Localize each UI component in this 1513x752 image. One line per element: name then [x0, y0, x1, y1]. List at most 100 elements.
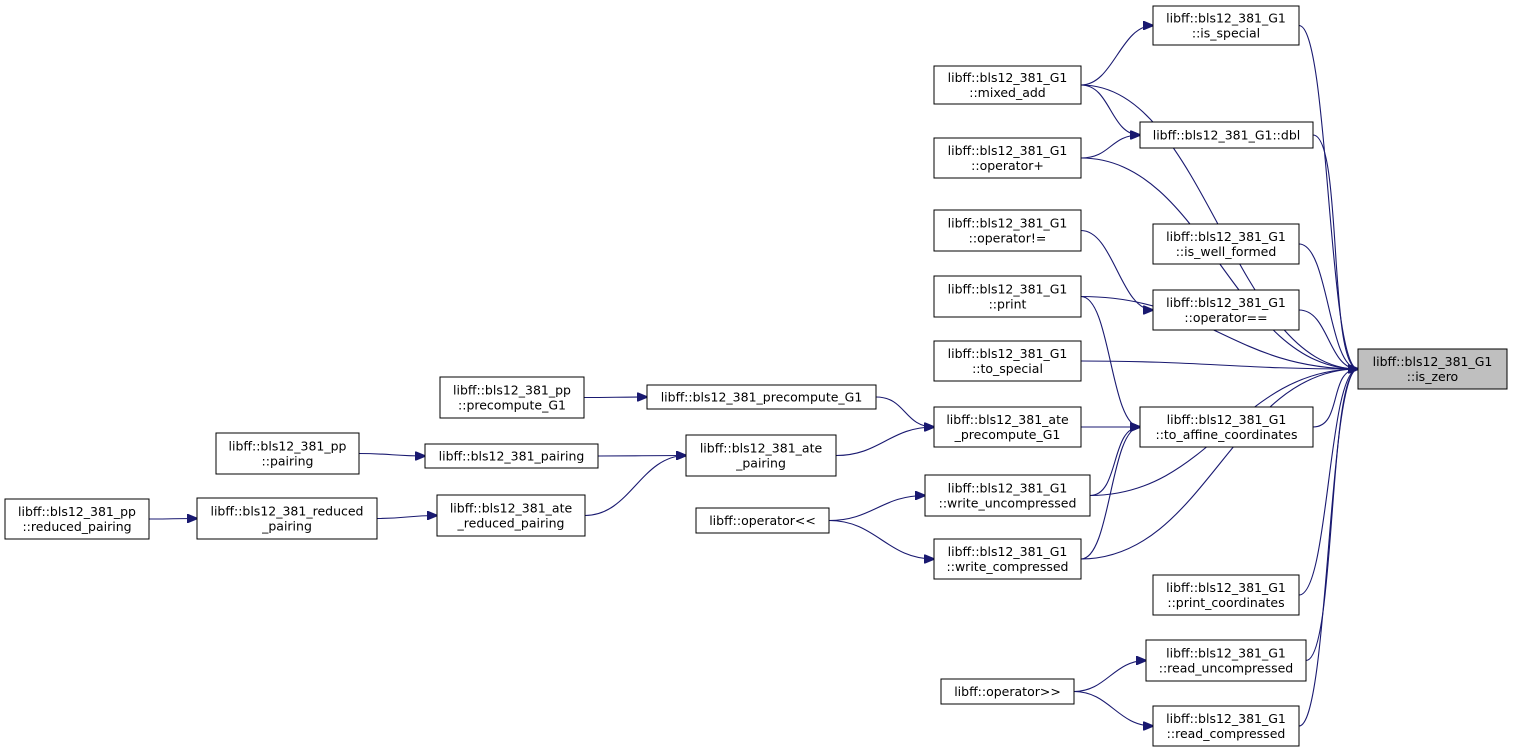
node-to-special[interactable]: libff::bls12_381_G1::to_special: [933, 340, 1082, 382]
node-label-line: libff::bls12_381_G1: [1166, 711, 1286, 726]
node-box: [646, 384, 877, 410]
node-write-comp[interactable]: libff::bls12_381_G1::write_compressed: [933, 538, 1082, 580]
node-label-line: libff::bls12_381_G1: [948, 544, 1068, 559]
node-label-line: ::read_uncompressed: [1159, 661, 1294, 676]
edge-pairing-to-ate_pairing: [597, 456, 686, 457]
node-box: [933, 538, 1082, 580]
edge-precompute_G1-to-ate_precompute: [875, 396, 934, 427]
node-label-line: libff::operator>>: [954, 684, 1061, 699]
edge-read_comp-to-is_zero: [1298, 369, 1358, 727]
node-label-line: ::is_well_formed: [1176, 244, 1277, 259]
node-label-line: libff::bls12_381_G1: [1166, 11, 1286, 26]
node-precompute-G1[interactable]: libff::bls12_381_precompute_G1: [646, 384, 877, 410]
edge-op_out-to-write_comp: [828, 519, 934, 560]
node-box: [695, 507, 830, 534]
node-box: [1152, 223, 1300, 265]
node-label-line: libff::bls12_381_precompute_G1: [661, 390, 863, 405]
node-box: [924, 474, 1091, 517]
node-label-line: libff::bls12_381_pairing: [439, 449, 585, 464]
node-label-line: ::precompute_G1: [458, 398, 566, 413]
node-label-line: libff::bls12_381_G1: [948, 481, 1068, 496]
edge-pp_precompute-to-precompute_G1: [583, 397, 647, 398]
node-ate-pairing[interactable]: libff::bls12_381_ate_pairing: [685, 434, 837, 477]
node-ate-reduced[interactable]: libff::bls12_381_ate_reduced_pairing: [436, 494, 586, 537]
node-mixed-add[interactable]: libff::bls12_381_G1::mixed_add: [933, 65, 1082, 105]
node-read-comp[interactable]: libff::bls12_381_G1::read_compressed: [1152, 705, 1300, 747]
node-box: [436, 494, 586, 537]
node-box: [933, 137, 1082, 179]
node-op-eq[interactable]: libff::bls12_381_G1::operator==: [1152, 289, 1300, 331]
node-write-uncomp[interactable]: libff::bls12_381_G1::write_uncompressed: [924, 474, 1091, 517]
node-box: [933, 275, 1082, 318]
node-is-zero: libff::bls12_381_G1::is_zero: [1357, 348, 1508, 390]
node-op-ne[interactable]: libff::bls12_381_G1::operator!=: [933, 209, 1082, 252]
edge-op_out-to-write_uncomp: [828, 496, 925, 522]
node-label-line: ::pairing: [262, 454, 314, 469]
node-to-affine[interactable]: libff::bls12_381_G1::to_affine_coordinat…: [1139, 406, 1314, 448]
node-box: [1152, 289, 1300, 331]
node-reduced[interactable]: libff::bls12_381_reduced_pairing: [196, 497, 378, 540]
node-box: [1152, 705, 1300, 747]
node-label-line: _reduced_pairing: [457, 516, 565, 531]
edge-pp_reduced-to-reduced: [148, 519, 197, 520]
node-label-line: ::write_compressed: [947, 559, 1069, 574]
node-label-line: libff::bls12_381_G1: [948, 216, 1068, 231]
edge-ate_reduced-to-ate_pairing: [584, 456, 686, 517]
node-box: [933, 406, 1082, 448]
node-box: [685, 434, 837, 477]
node-label-line: libff::bls12_381_pp: [18, 504, 136, 519]
node-dbl[interactable]: libff::bls12_381_G1::dbl: [1139, 121, 1314, 149]
edge-is_well_formed-to-is_zero: [1298, 243, 1358, 369]
node-pairing[interactable]: libff::bls12_381_pairing: [424, 443, 599, 469]
node-label-line: ::read_compressed: [1167, 726, 1286, 741]
node-label-line: ::is_zero: [1407, 369, 1458, 384]
node-label-line: libff::bls12_381_G1: [1166, 580, 1286, 595]
node-label-line: ::mixed_add: [969, 85, 1046, 100]
edge-op_ne-to-op_eq: [1080, 229, 1153, 311]
edge-op_in-to-read_comp: [1073, 690, 1153, 727]
node-print[interactable]: libff::bls12_381_G1::print: [933, 275, 1082, 318]
node-print-coords[interactable]: libff::bls12_381_G1::print_coordinates: [1152, 574, 1300, 616]
node-ate-precompute[interactable]: libff::bls12_381_ate_precompute_G1: [933, 406, 1082, 448]
node-label-line: libff::bls12_381_G1: [1373, 354, 1493, 369]
node-box: [1145, 639, 1307, 682]
node-box: [933, 209, 1082, 252]
node-label-line: ::to_affine_coordinates: [1155, 427, 1297, 442]
edge-dbl-to-is_zero: [1312, 134, 1358, 369]
node-op-in[interactable]: libff::operator>>: [940, 678, 1075, 705]
edge-write_uncomp-to-to_affine: [1089, 427, 1140, 497]
node-label-line: ::is_special: [1192, 26, 1260, 41]
node-is-special[interactable]: libff::bls12_381_G1::is_special: [1152, 5, 1300, 46]
node-read-uncomp[interactable]: libff::bls12_381_G1::read_uncompressed: [1145, 639, 1307, 682]
node-label-line: ::operator!=: [969, 231, 1047, 246]
node-is-well-formed[interactable]: libff::bls12_381_G1::is_well_formed: [1152, 223, 1300, 265]
node-label-line: libff::bls12_381_G1::dbl: [1153, 128, 1301, 143]
node-layer: libff::bls12_381_G1::is_zerolibff::bls12…: [4, 5, 1508, 747]
node-label-line: libff::bls12_381_ate: [450, 501, 573, 516]
edge-write_comp-to-is_zero: [1080, 369, 1358, 560]
node-label-line: ::write_uncompressed: [939, 496, 1077, 511]
edge-mixed_add-to-dbl: [1080, 84, 1140, 135]
node-op-out[interactable]: libff::operator<<: [695, 507, 830, 534]
node-box: [940, 678, 1075, 705]
node-label-line: libff::bls12_381_reduced: [210, 504, 363, 519]
node-label-line: ::operator==: [1184, 310, 1267, 325]
node-label-line: libff::bls12_381_pp: [229, 439, 347, 454]
node-label-line: libff::bls12_381_pp: [453, 383, 571, 398]
node-label-line: libff::bls12_381_G1: [1167, 412, 1287, 427]
node-box: [439, 376, 585, 419]
node-label-line: libff::bls12_381_G1: [948, 346, 1068, 361]
node-label-line: libff::bls12_381_G1: [948, 282, 1068, 297]
node-pp-reduced[interactable]: libff::bls12_381_pp::reduced_pairing: [4, 498, 150, 540]
node-label-line: _pairing: [735, 456, 786, 471]
node-box: [933, 340, 1082, 382]
node-op-plus[interactable]: libff::bls12_381_G1::operator+: [933, 137, 1082, 179]
node-box: [1357, 348, 1508, 390]
node-pp-precompute[interactable]: libff::bls12_381_pp::precompute_G1: [439, 376, 585, 419]
node-pp-pairing[interactable]: libff::bls12_381_pp::pairing: [215, 432, 360, 475]
node-box: [424, 443, 599, 469]
node-label-line: libff::bls12_381_ate: [700, 441, 823, 456]
edge-op_in-to-read_uncomp: [1073, 661, 1146, 693]
edge-to_affine-to-is_zero: [1312, 369, 1358, 428]
